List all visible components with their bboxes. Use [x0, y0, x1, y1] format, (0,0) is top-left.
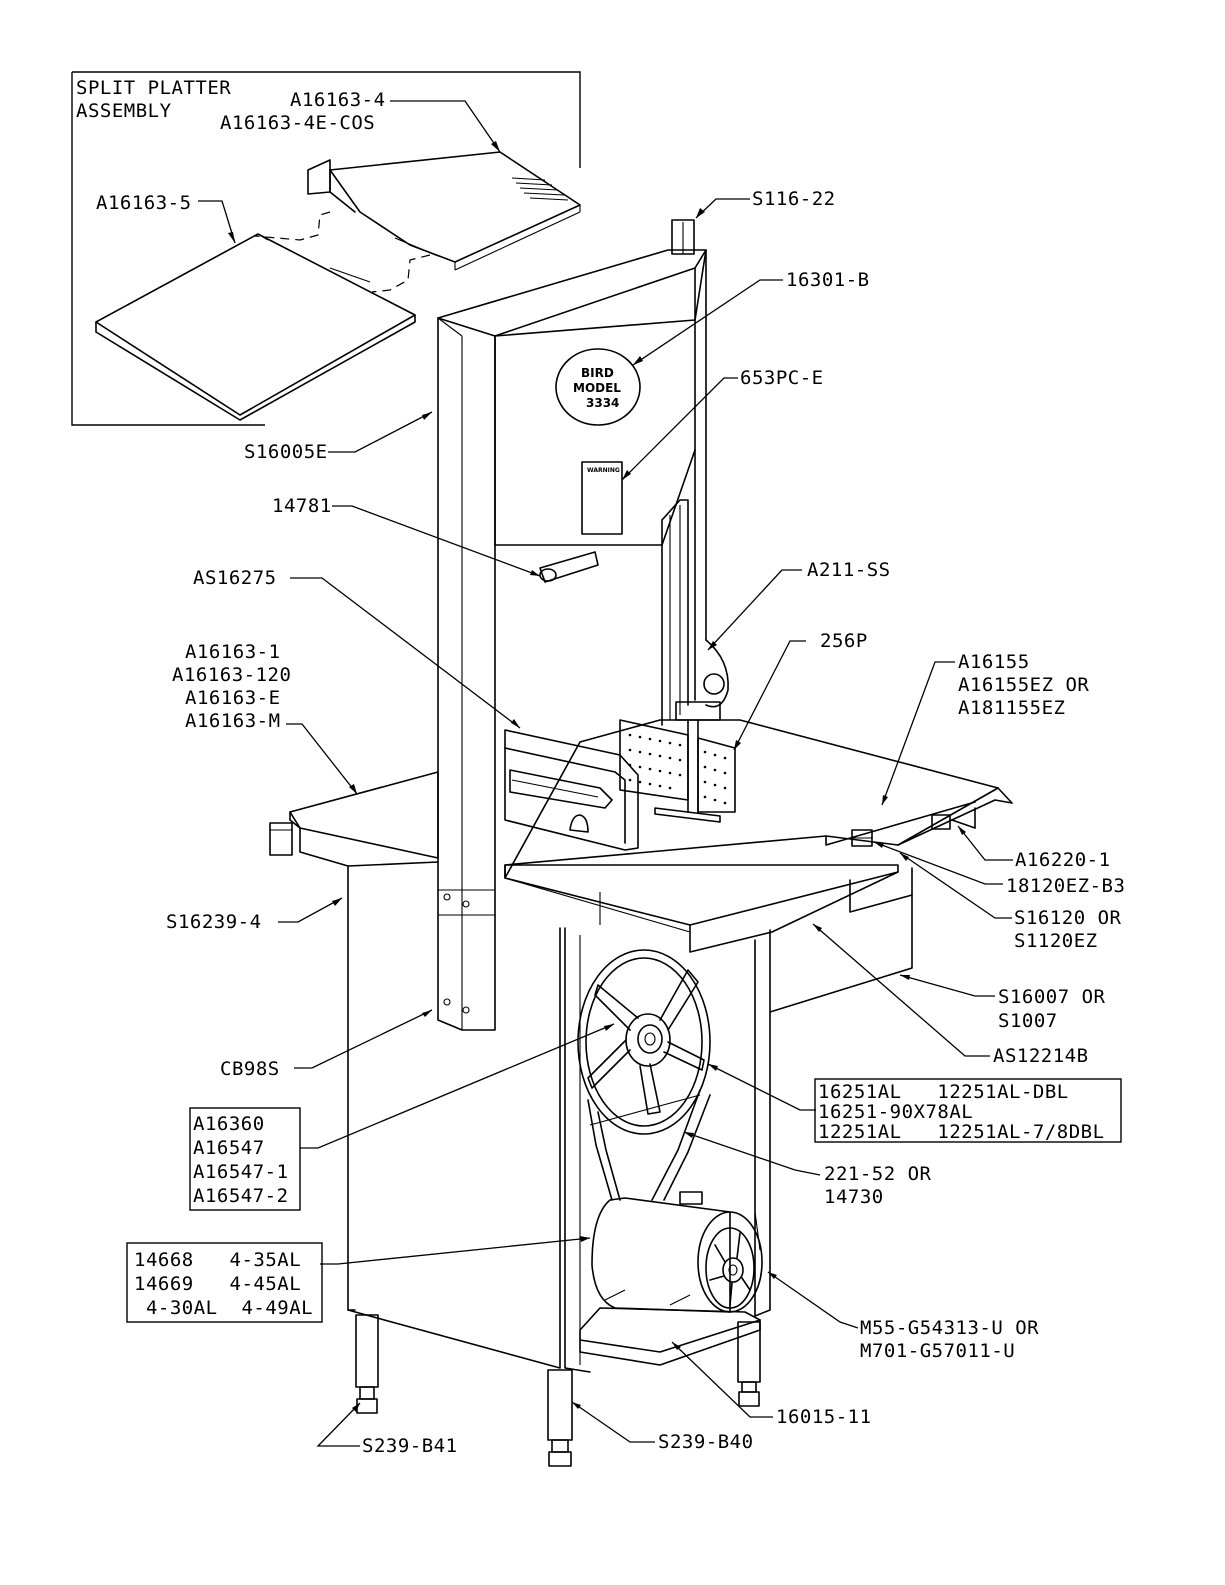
label-m701: M701-G57011-U	[860, 1340, 1015, 1362]
meat-pusher	[504, 729, 639, 851]
carriage-tray	[504, 864, 899, 953]
label-a16163-5: A16163-5	[96, 192, 192, 214]
perforated-guard	[619, 719, 736, 813]
nameplate-brand: BIRD	[581, 366, 614, 380]
lower-cabinet	[347, 865, 913, 1373]
upper-platter-slots	[511, 177, 569, 201]
label-221-52: 221-52 OR	[824, 1163, 932, 1185]
pulley-box-line1: 14668 4-35AL	[134, 1249, 301, 1271]
band-saw-drawing: BIRD MODEL 3334 WARNING	[269, 219, 1013, 1467]
lower-band-wheel	[577, 949, 711, 1135]
hub-box-line1: A16360	[193, 1113, 265, 1135]
label-a211-ss: A211-SS	[807, 559, 891, 581]
warning-tag-text: WARNING	[587, 467, 620, 474]
label-a16155: A16155	[958, 651, 1030, 673]
nameplate-model-no: 3334	[586, 396, 619, 410]
fixed-table	[269, 771, 439, 867]
wheel-box-line1: 16251AL 12251AL-DBL	[818, 1081, 1069, 1103]
motor-mount-plate	[579, 1289, 761, 1366]
label-s16120: S16120 OR	[1014, 907, 1122, 929]
wheel-part-box: 16251AL 12251AL-DBL 16251-90X78AL 12251A…	[814, 1078, 1122, 1143]
lower-platter-drawing	[95, 233, 416, 421]
label-as12214b: AS12214B	[993, 1045, 1089, 1067]
label-s16007: S16007 OR	[998, 986, 1106, 1008]
label-s16239-4: S16239-4	[166, 911, 262, 933]
hub-box-line2: A16547	[193, 1137, 265, 1159]
upper-platter-drawing	[307, 151, 581, 271]
label-14781: 14781	[272, 495, 332, 517]
label-a181155ez: A181155EZ	[958, 697, 1065, 719]
label-s239-b40: S239-B40	[658, 1431, 754, 1453]
wheel-box-line3: 12251AL 12251AL-7/8DBL	[818, 1121, 1105, 1143]
label-s239-b41: S239-B41	[362, 1435, 458, 1457]
wheel-box-line2: 16251-90X78AL	[818, 1101, 973, 1123]
label-a16155ez: A16155EZ OR	[958, 674, 1089, 696]
label-16301-b: 16301-B	[786, 269, 870, 291]
label-653pc-e: 653PC-E	[740, 367, 824, 389]
split-platter-inset: SPLIT PLATTER ASSEMBLY	[71, 71, 581, 426]
pulley-box-line2: 14669 4-45AL	[134, 1273, 301, 1295]
pulley-box-line3: 4-30AL 4-49AL	[134, 1297, 313, 1319]
warning-tag: WARNING	[581, 461, 623, 535]
label-s1007: S1007	[998, 1010, 1058, 1032]
pulley-part-box: 14668 4-35AL 14669 4-45AL 4-30AL 4-49AL	[126, 1242, 323, 1323]
drive-belt	[587, 1089, 711, 1201]
hub-box-line4: A16547-2	[193, 1185, 289, 1207]
bird-nameplate: BIRD MODEL 3334	[555, 348, 641, 426]
label-a16163-120: A16163-120	[172, 664, 291, 686]
label-s1120ez: S1120EZ	[1014, 930, 1098, 952]
label-14730: 14730	[824, 1186, 884, 1208]
inset-title-line1: SPLIT PLATTER	[76, 77, 231, 99]
label-a16163-m: A16163-M	[185, 710, 281, 732]
label-a16220-1: A16220-1	[1015, 849, 1111, 871]
label-s116-22: S116-22	[752, 188, 836, 210]
label-s16005e: S16005E	[244, 441, 328, 463]
label-a16163-4: A16163-4	[290, 89, 386, 111]
label-as16275: AS16275	[193, 567, 277, 589]
label-a16163-e: A16163-E	[185, 687, 281, 709]
upper-head	[437, 249, 707, 1031]
sliding-table	[504, 719, 1013, 879]
label-256p: 256P	[820, 630, 868, 652]
part-labels: S116-22 16301-B 653PC-E S16005E 14781 AS…	[166, 188, 1125, 1457]
label-a16163-1: A16163-1	[185, 641, 281, 663]
label-18120ez-b3: 18120EZ-B3	[1006, 875, 1125, 897]
label-16015-11: 16015-11	[776, 1406, 872, 1428]
hub-box-line3: A16547-1	[193, 1161, 289, 1183]
leader-lines	[278, 198, 1013, 1447]
nameplate-model-word: MODEL	[573, 381, 621, 395]
tension-handle	[671, 219, 695, 255]
hub-part-box: A16360 A16547 A16547-1 A16547-2	[189, 1107, 301, 1211]
label-a16163-4e: A16163-4E-COS	[220, 112, 375, 134]
label-cb98s: CB98S	[220, 1058, 280, 1080]
label-m55: M55-G54313-U OR	[860, 1317, 1039, 1339]
guide-knob-14781	[539, 551, 599, 583]
inset-title-line2: ASSEMBLY	[76, 100, 172, 122]
